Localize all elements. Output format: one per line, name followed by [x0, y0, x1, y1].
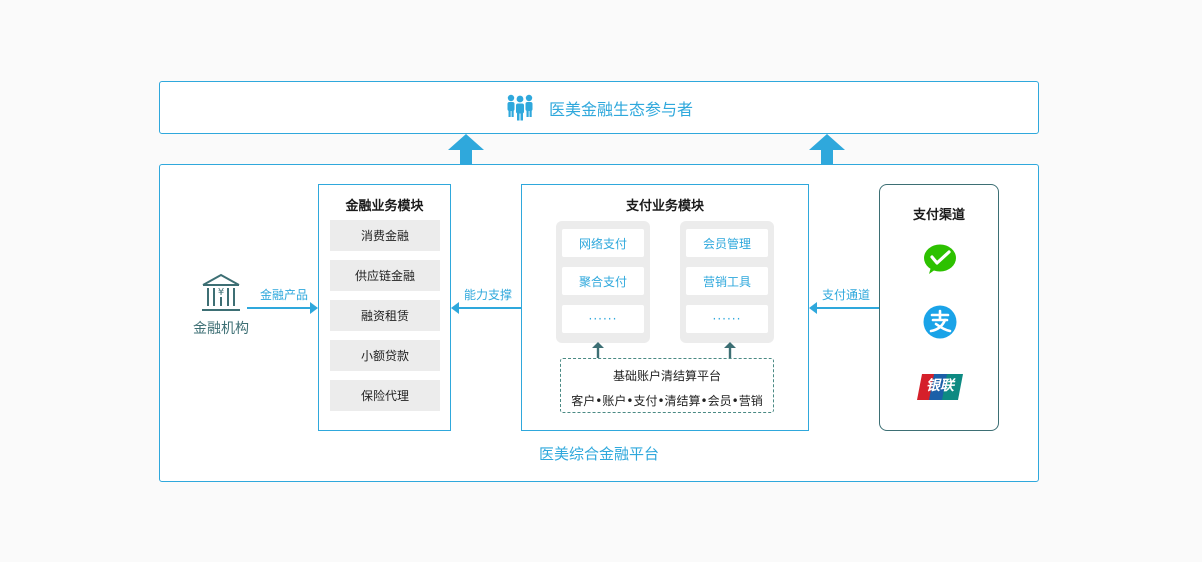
finance-item: 保险代理: [330, 380, 440, 411]
payment-channel-label: 支付通道: [822, 288, 871, 302]
pay-column-right: 会员管理 营销工具 ······: [680, 221, 774, 343]
alipay-icon: [923, 305, 957, 339]
participants-title: 医美金融生态参与者: [548, 99, 693, 119]
arrow-left-icon: [451, 302, 459, 314]
finance-module-title: 金融业务模块: [345, 199, 424, 214]
arrow-right-icon: [310, 302, 318, 314]
up-arrow-icon: [448, 134, 484, 164]
arrow-line: [816, 307, 879, 309]
channels-title: 支付渠道: [912, 208, 965, 223]
participants-box: 医美金融生态参与者: [159, 81, 1039, 134]
base-platform-title: 基础账户清结算平台: [612, 369, 721, 383]
unionpay-icon: [917, 374, 963, 400]
arrow-left-icon: [809, 302, 817, 314]
finance-module: 金融业务模块 消费金融 供应链金融 融资租赁 小额贷款 保险代理: [318, 184, 451, 431]
small-up-arrow-icon: [592, 342, 604, 358]
institution-label: 金融机构: [193, 321, 249, 337]
arrow-line: [247, 307, 311, 309]
pay-item: 聚合支付: [562, 267, 644, 295]
base-account-platform: 基础账户清结算平台 客户•账户•支付•清结算•会员•营销: [560, 358, 774, 413]
pay-item: 营销工具: [686, 267, 768, 295]
pay-item: 会员管理: [686, 229, 768, 257]
payment-channels: 支付渠道 银联: [879, 184, 999, 431]
people-group-icon: [505, 94, 535, 122]
pay-item: ······: [562, 305, 644, 333]
participants-header: 医美金融生态参与者: [160, 82, 1038, 133]
pay-module-title: 支付业务模块: [625, 199, 704, 214]
wechat-pay-icon: [924, 244, 956, 274]
up-arrow-icon: [809, 134, 845, 164]
svg-text:¥: ¥: [218, 287, 224, 298]
capability-support-label: 能力支撑: [464, 288, 513, 302]
finance-item: 融资租赁: [330, 300, 440, 331]
bank-icon: ¥: [202, 273, 240, 311]
pay-item: ······: [686, 305, 768, 333]
pay-column-left: 网络支付 聚合支付 ······: [556, 221, 650, 343]
arrow-line: [458, 307, 521, 309]
finance-products-label: 金融产品: [260, 288, 309, 302]
pay-module: 支付业务模块 网络支付 聚合支付 ······ 会员管理 营销工具 ······…: [521, 184, 809, 431]
pay-item: 网络支付: [562, 229, 644, 257]
platform-label: 医美综合金融平台: [538, 445, 659, 463]
small-up-arrow-icon: [724, 342, 736, 358]
finance-item: 消费金融: [330, 220, 440, 251]
base-platform-detail: 客户•账户•支付•清结算•会员•营销: [571, 394, 763, 408]
finance-item: 小额贷款: [330, 340, 440, 371]
unionpay-label: 银联: [926, 378, 954, 394]
finance-item: 供应链金融: [330, 260, 440, 291]
